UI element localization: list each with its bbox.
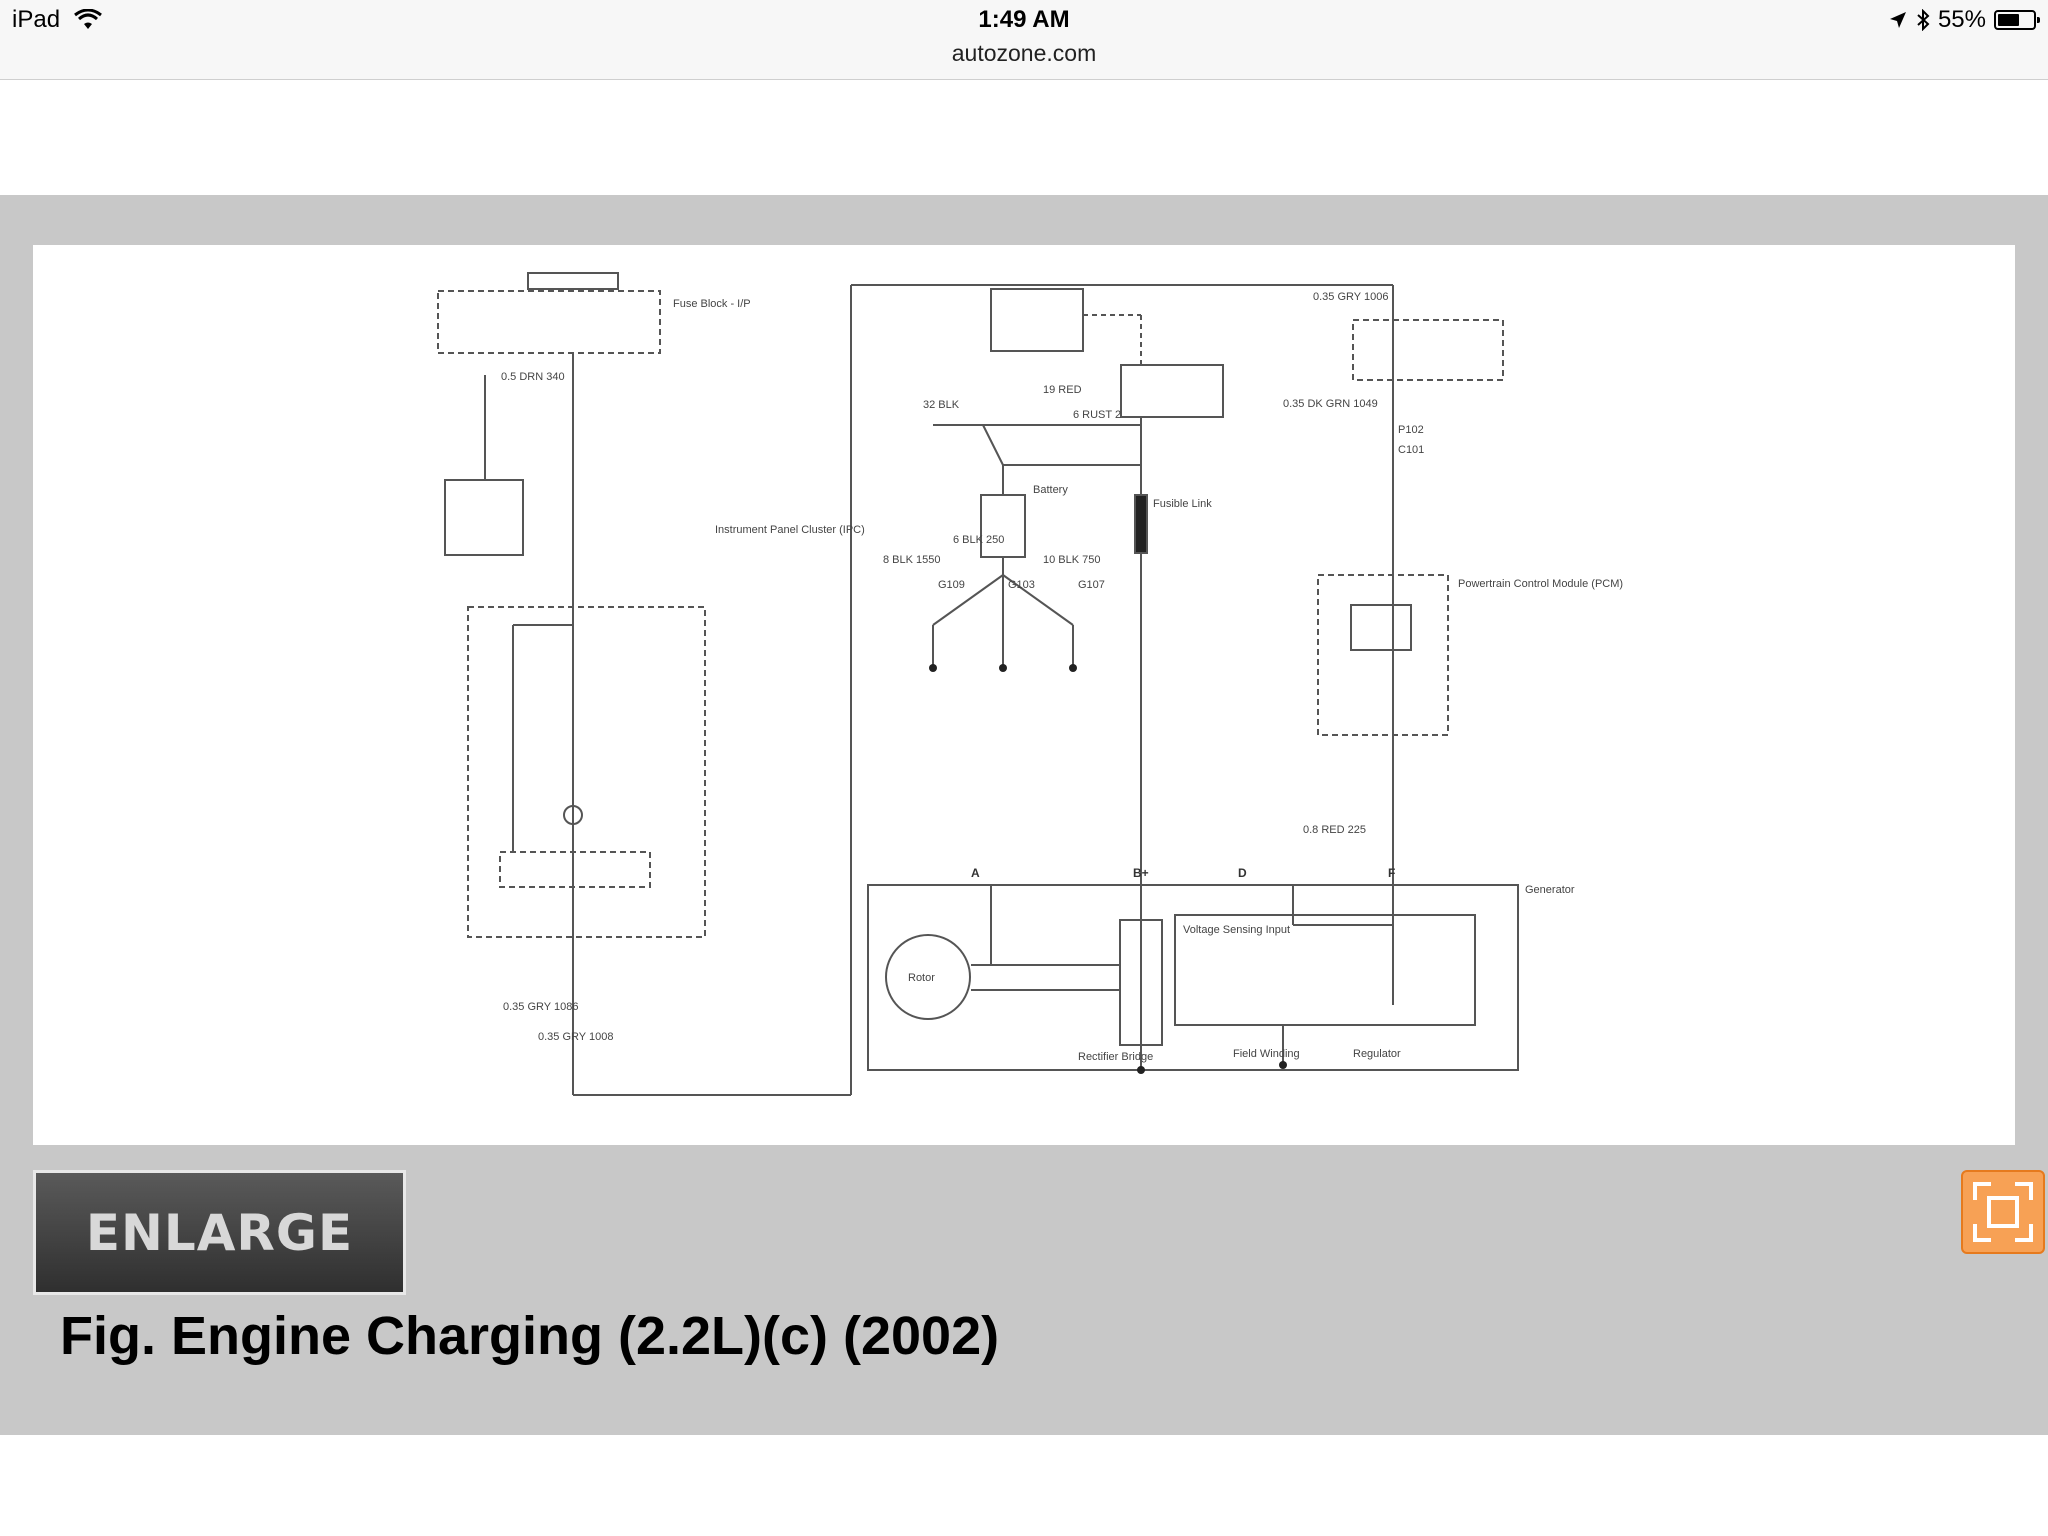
- ipc-box: [467, 606, 706, 938]
- diagram-label-w23: A: [971, 866, 980, 880]
- diagram-label-w3: 6 BLK 250: [953, 534, 1004, 546]
- diagram-label-w9: 8 BLK 1550: [883, 554, 941, 566]
- figure-caption: Fig. Engine Charging (2.2L)(c) (2002): [60, 1306, 1000, 1366]
- diagram-label-w8: 0.8 RED 225: [1303, 824, 1366, 836]
- diagram-label-w13: G107: [1078, 579, 1105, 591]
- diagram-label-pcm: Powertrain Control Module (PCM): [1458, 578, 1623, 590]
- diagram-label-fusible-link: Fusible Link: [1153, 498, 1212, 510]
- diagram-label-w24: B+: [1133, 866, 1149, 880]
- diagram-label-w17: C101: [1398, 444, 1424, 456]
- diagram-label-generator: Generator: [1525, 884, 1575, 896]
- power-dist-box-2: [990, 288, 1084, 352]
- diagram-label-w22: Regulator: [1353, 1048, 1401, 1060]
- bluetooth-icon: [1917, 9, 1930, 31]
- fullscreen-icon: [1973, 1182, 2033, 1242]
- fullscreen-button[interactable]: [1961, 1170, 2045, 1254]
- diagram-label-ipc: Instrument Panel Cluster (IPC): [715, 524, 865, 536]
- fusible-link-mark: [1134, 494, 1148, 554]
- battery-icon: [1994, 10, 2040, 30]
- diagram-label-battery: Battery: [1033, 484, 1068, 496]
- power-dist-box: [444, 479, 524, 556]
- diagram-label-w7: 0.35 DK GRN 1049: [1283, 398, 1378, 410]
- device-name: iPad: [12, 6, 61, 33]
- status-bar-left: iPad: [12, 6, 102, 34]
- pcm-box: [1317, 574, 1449, 736]
- status-bar-right: 55%: [1888, 6, 2040, 34]
- battery-percent: 55%: [1937, 6, 1986, 33]
- diagram-label-w5: 6 RUST 2: [1073, 409, 1121, 421]
- diagram-label-w20: Rectifier Bridge: [1078, 1051, 1153, 1063]
- fuse-holder-box: [1120, 364, 1224, 418]
- diagram-label-w11: G109: [938, 579, 965, 591]
- clock: 1:49 AM: [978, 6, 1070, 33]
- wiring-diagram[interactable]: Fuse Block - I/P Battery Fusible Link In…: [33, 245, 2015, 1145]
- diagram-label-w1: 0.5 DRN 340: [501, 371, 565, 383]
- fuse-block-box: [437, 290, 661, 354]
- generator-box: [867, 884, 1519, 1071]
- diagram-label-w21: Field Winding: [1233, 1048, 1300, 1060]
- diagram-label-fuse-block: Fuse Block - I/P: [673, 298, 751, 310]
- figure-panel: Fuse Block - I/P Battery Fusible Link In…: [0, 195, 2048, 1435]
- location-arrow-icon: [1889, 12, 1906, 28]
- diagram-label-w18: Rotor: [908, 972, 935, 984]
- diagram-label-w10: 10 BLK 750: [1043, 554, 1101, 566]
- enlarge-button[interactable]: ENLARGE: [33, 1170, 406, 1295]
- diagram-label-w26: F: [1388, 866, 1395, 880]
- url-bar[interactable]: autozone.com: [951, 40, 1097, 66]
- wifi-icon: [74, 9, 102, 29]
- fuse-block-header: [527, 272, 619, 290]
- diagram-label-w14: 0.35 GRY 1086: [503, 1001, 578, 1013]
- diagram-label-w4: 19 RED: [1043, 384, 1082, 396]
- status-bar: iPad 1:49 AM autozone.com 55%: [0, 0, 2048, 80]
- diagram-label-w25: D: [1238, 866, 1247, 880]
- diagram-label-w6: 32 BLK: [923, 399, 960, 411]
- battery-box: [980, 494, 1026, 558]
- diagram-label-w12: G103: [1008, 579, 1035, 591]
- rotor-circle: [885, 934, 971, 1020]
- diagram-label-w15: 0.35 GRY 1008: [538, 1031, 613, 1043]
- diagram-label-w19: Voltage Sensing Input: [1183, 924, 1290, 936]
- wiring-diagram-svg: Fuse Block - I/P Battery Fusible Link In…: [437, 272, 1623, 1096]
- diagram-label-w16: P102: [1398, 424, 1424, 436]
- diagram-label-w2: 0.35 GRY 1006: [1313, 291, 1388, 303]
